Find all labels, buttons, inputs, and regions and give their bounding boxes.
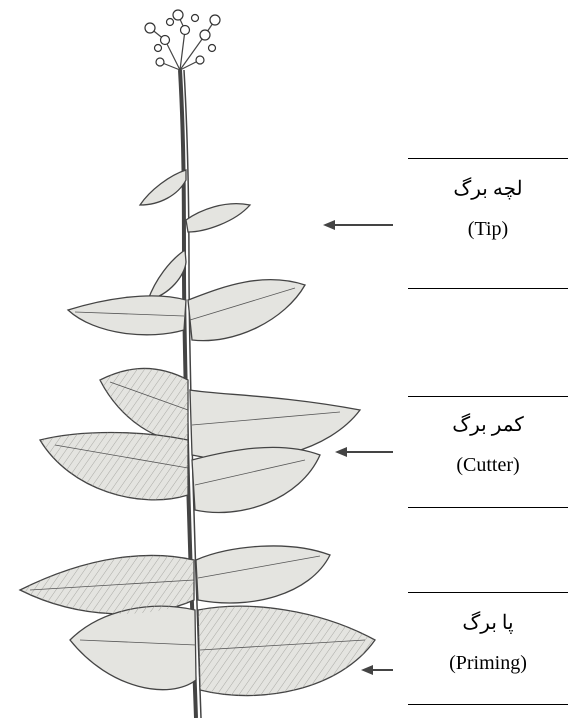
priming-english-label: (Priming) xyxy=(408,650,568,676)
priming-bottom-rule xyxy=(408,704,568,705)
priming-persian-label: پا برگ xyxy=(408,610,568,636)
priming-arrow-icon xyxy=(361,664,393,676)
tip-english-label: (Tip) xyxy=(408,216,568,242)
tip-bottom-rule xyxy=(408,288,568,289)
tobacco-plant-illustration xyxy=(0,0,400,718)
priming-top-rule xyxy=(408,592,568,593)
flower-buds xyxy=(145,10,220,66)
cutter-bottom-rule xyxy=(408,507,568,508)
tip-label: لچه برگ (Tip) xyxy=(408,176,568,242)
upper-leaves xyxy=(68,170,305,341)
priming-label: پا برگ (Priming) xyxy=(408,610,568,676)
tip-arrow-icon xyxy=(323,219,393,231)
cutter-arrow-icon xyxy=(335,446,393,458)
cutter-persian-label: کمر برگ xyxy=(408,412,568,438)
cutter-english-label: (Cutter) xyxy=(408,452,568,478)
cutter-top-rule xyxy=(408,396,568,397)
tip-persian-label: لچه برگ xyxy=(408,176,568,202)
cutter-label: کمر برگ (Cutter) xyxy=(408,412,568,478)
tip-top-rule xyxy=(408,158,568,159)
